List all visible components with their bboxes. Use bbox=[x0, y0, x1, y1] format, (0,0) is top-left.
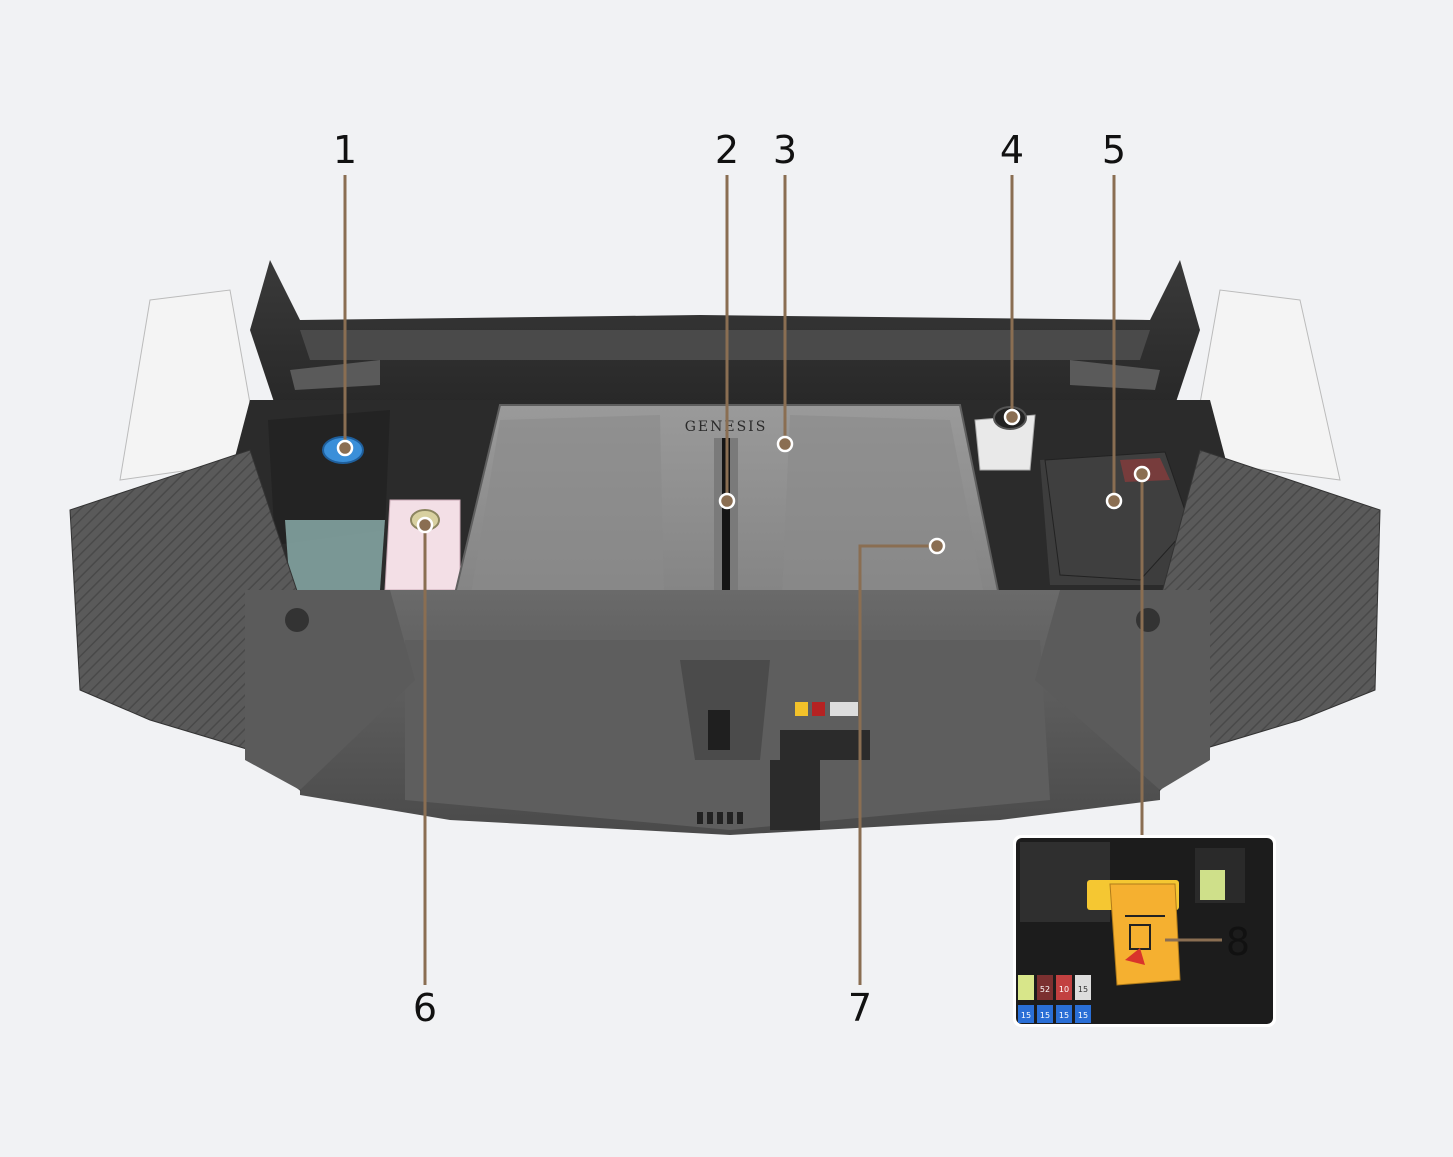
leader-line-7 bbox=[858, 544, 937, 985]
callout-number-6: 6 bbox=[412, 986, 438, 1030]
right-fender bbox=[1035, 449, 1381, 792]
callout-number-5: 5 bbox=[1101, 128, 1127, 172]
warning-labels bbox=[795, 702, 858, 716]
leader-dot-5 bbox=[1105, 492, 1123, 510]
leader-dot-4 bbox=[1003, 408, 1021, 426]
car-body-shell bbox=[119, 289, 1341, 481]
leader-dot-7 bbox=[928, 537, 946, 555]
washer-fluid-reservoir bbox=[268, 410, 390, 590]
genesis-emblem: GENESIS bbox=[685, 419, 768, 435]
callout-number-1: 1 bbox=[332, 128, 358, 172]
leader-dot-1 bbox=[336, 439, 354, 457]
inset-fuse-row-lower: 15 15 15 15 bbox=[1018, 1005, 1091, 1023]
fuse-label: 15 bbox=[1040, 1011, 1050, 1020]
leader-lines bbox=[343, 175, 1222, 985]
fuse-inset: 52 10 15 15 15 15 15 bbox=[1013, 835, 1276, 1027]
fuse-label: 15 bbox=[1078, 985, 1088, 994]
callout-number-2: 2 bbox=[714, 128, 740, 172]
inset-fuse-row: 52 10 15 bbox=[1018, 975, 1091, 1000]
leader-dot-3 bbox=[776, 435, 794, 453]
fuse-label: 52 bbox=[1040, 985, 1050, 994]
fuse-label: 15 bbox=[1021, 1011, 1031, 1020]
leader-dots bbox=[336, 408, 1151, 555]
callout-number-8: 8 bbox=[1225, 920, 1251, 964]
leader-dot-fuse bbox=[1133, 465, 1151, 483]
callout-number-3: 3 bbox=[772, 128, 798, 172]
leader-dot-6 bbox=[416, 516, 434, 534]
cowl-panel bbox=[250, 260, 1200, 420]
fuse-label: 10 bbox=[1059, 985, 1069, 994]
fuse-label: 15 bbox=[1078, 1011, 1088, 1020]
left-fender bbox=[69, 449, 415, 792]
callout-number-4: 4 bbox=[999, 128, 1025, 172]
front-lower-panel bbox=[300, 590, 1160, 835]
leader-dot-2 bbox=[718, 492, 736, 510]
callout-number-7: 7 bbox=[847, 986, 873, 1030]
coolant-reservoir bbox=[384, 499, 461, 591]
vent-slots bbox=[697, 812, 743, 824]
fuse-label: 15 bbox=[1059, 1011, 1069, 1020]
